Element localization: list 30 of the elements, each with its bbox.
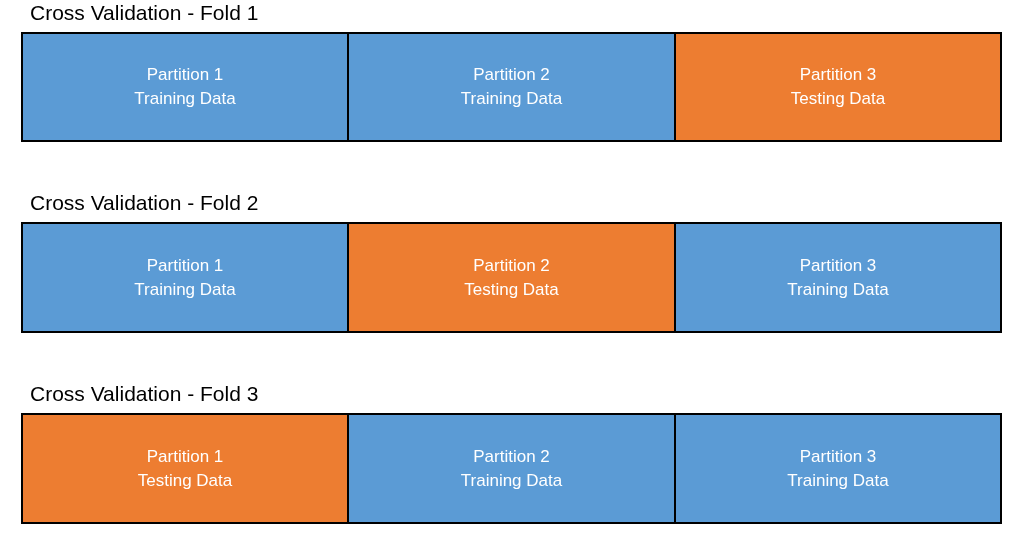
partition-label: Testing Data (464, 278, 559, 301)
partition-label: Training Data (134, 88, 236, 110)
partition-block (21, 32, 349, 142)
partition-block (347, 222, 676, 333)
partition-block (21, 222, 349, 333)
partition-label: Partition 2 (473, 254, 550, 277)
partition-label: Training Data (460, 469, 563, 492)
partition-label: Partition 3 (799, 254, 877, 277)
fold-heading: Cross Validation - Fold 1 (30, 0, 259, 26)
partition-label: Partition 2 (473, 64, 550, 86)
partition-label: Partition 1 (146, 445, 224, 468)
partition-label: Partition 2 (473, 445, 550, 468)
partition-label: Training Data (460, 88, 563, 110)
partition-label: Testing Data (137, 469, 233, 492)
partition-label: Partition 1 (146, 64, 224, 86)
partition-block (347, 32, 676, 142)
partition-label: Testing Data (790, 88, 886, 110)
partition-label: Partition 1 (146, 254, 224, 277)
partition-label: Training Data (787, 278, 889, 301)
partition-label: Training Data (134, 278, 236, 301)
partition-label: Training Data (787, 469, 889, 492)
partition-label: Partition 3 (799, 445, 877, 468)
partition-block (674, 32, 1002, 142)
partition-block (21, 413, 349, 524)
fold-heading: Cross Validation - Fold 3 (30, 381, 259, 407)
fold-heading: Cross Validation - Fold 2 (30, 190, 259, 216)
partition-label: Partition 3 (799, 64, 877, 86)
partition-block (674, 222, 1002, 333)
partition-block (347, 413, 676, 524)
partition-block (674, 413, 1002, 524)
